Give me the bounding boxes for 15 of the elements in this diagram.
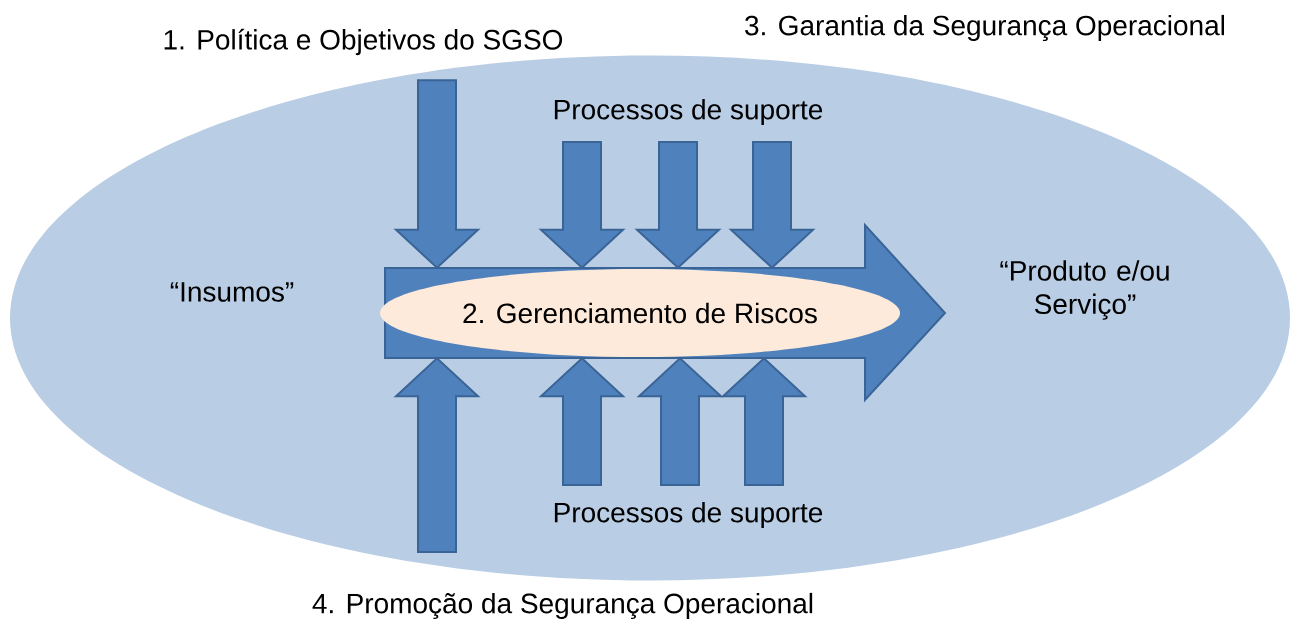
- block-arrow: [634, 141, 722, 270]
- block-arrow: [538, 356, 626, 486]
- text-label: 1. Política e Objetivos do SGSO: [164, 28, 563, 56]
- text-label: Processos de suporte: [554, 501, 823, 529]
- node-label: 3. Garantia da Segurança Operacional: [745, 14, 1225, 42]
- text-label: Processos de suporte: [554, 98, 823, 126]
- block-arrow: [538, 141, 626, 270]
- block-arrow: [636, 356, 724, 486]
- block-arrow: [728, 141, 816, 270]
- block-arrow: [393, 356, 481, 553]
- label-text: “Insumos”: [170, 282, 294, 302]
- label-text: “Produto e/ou Serviço”: [1000, 260, 1169, 320]
- block-arrow: [393, 79, 481, 270]
- text-label: 4. Promoção da Segurança Operacional: [312, 592, 813, 620]
- block-arrow: [720, 356, 808, 486]
